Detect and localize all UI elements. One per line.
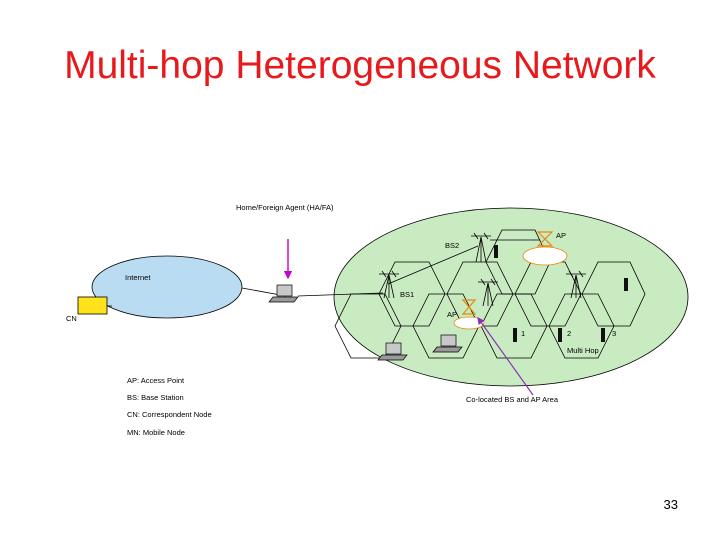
hop-3-label: 3 [612, 329, 616, 338]
phone-hop2-icon [558, 328, 562, 342]
ap-mid-icon [453, 299, 485, 330]
legend: AP: Access Point BS: Base Station CN: Co… [127, 376, 212, 437]
ap-mid-label: AP [447, 310, 457, 319]
legend-item-bs: BS: Base Station [127, 393, 184, 402]
coverage-area [333, 207, 689, 387]
hop-1-label: 1 [521, 329, 525, 338]
bs1-bs2-link [387, 245, 479, 285]
mobile-node-icons [494, 245, 628, 342]
phone-right-icon [624, 278, 628, 291]
ap-top-label: AP [556, 231, 566, 240]
cn-node [77, 296, 108, 315]
multi-hop-label: Multi Hop [567, 346, 599, 355]
phone-bs2-icon [494, 245, 498, 258]
bs1-antenna-icon [379, 270, 399, 299]
agent-laptop-icon [268, 284, 299, 303]
bs-antenna-mid-icon [478, 278, 498, 307]
agent-label: Home/Foreign Agent (HA/FA) [236, 203, 334, 212]
page-number: 33 [663, 497, 678, 512]
colocated-arrow [477, 317, 534, 396]
phone-hop1-icon [513, 328, 517, 342]
legend-item-cn: CN: Correspondent Node [127, 410, 212, 419]
ap-top-icon [522, 231, 568, 266]
laptop-left-icon [377, 342, 408, 361]
bs1-label: BS1 [400, 290, 414, 299]
bs2-antenna-icon [471, 232, 491, 263]
bs2-label: BS2 [445, 241, 459, 250]
laptop-mid-icon [432, 334, 463, 353]
slide-title: Multi-hop Heterogeneous Network [64, 44, 656, 87]
internet-label: Internet [125, 273, 151, 282]
legend-item-mn: MN: Mobile Node [127, 428, 185, 437]
cn-label: CN [66, 314, 77, 323]
internet-cloud [91, 255, 243, 319]
phone-hop3-icon [601, 328, 605, 342]
hop-2-label: 2 [567, 329, 571, 338]
colocated-label: Co-located BS and AP Area [466, 395, 559, 404]
bs-antenna-right-icon [566, 270, 586, 299]
agent-bs1-link [297, 292, 384, 297]
legend-item-ap: AP: Access Point [127, 376, 185, 385]
